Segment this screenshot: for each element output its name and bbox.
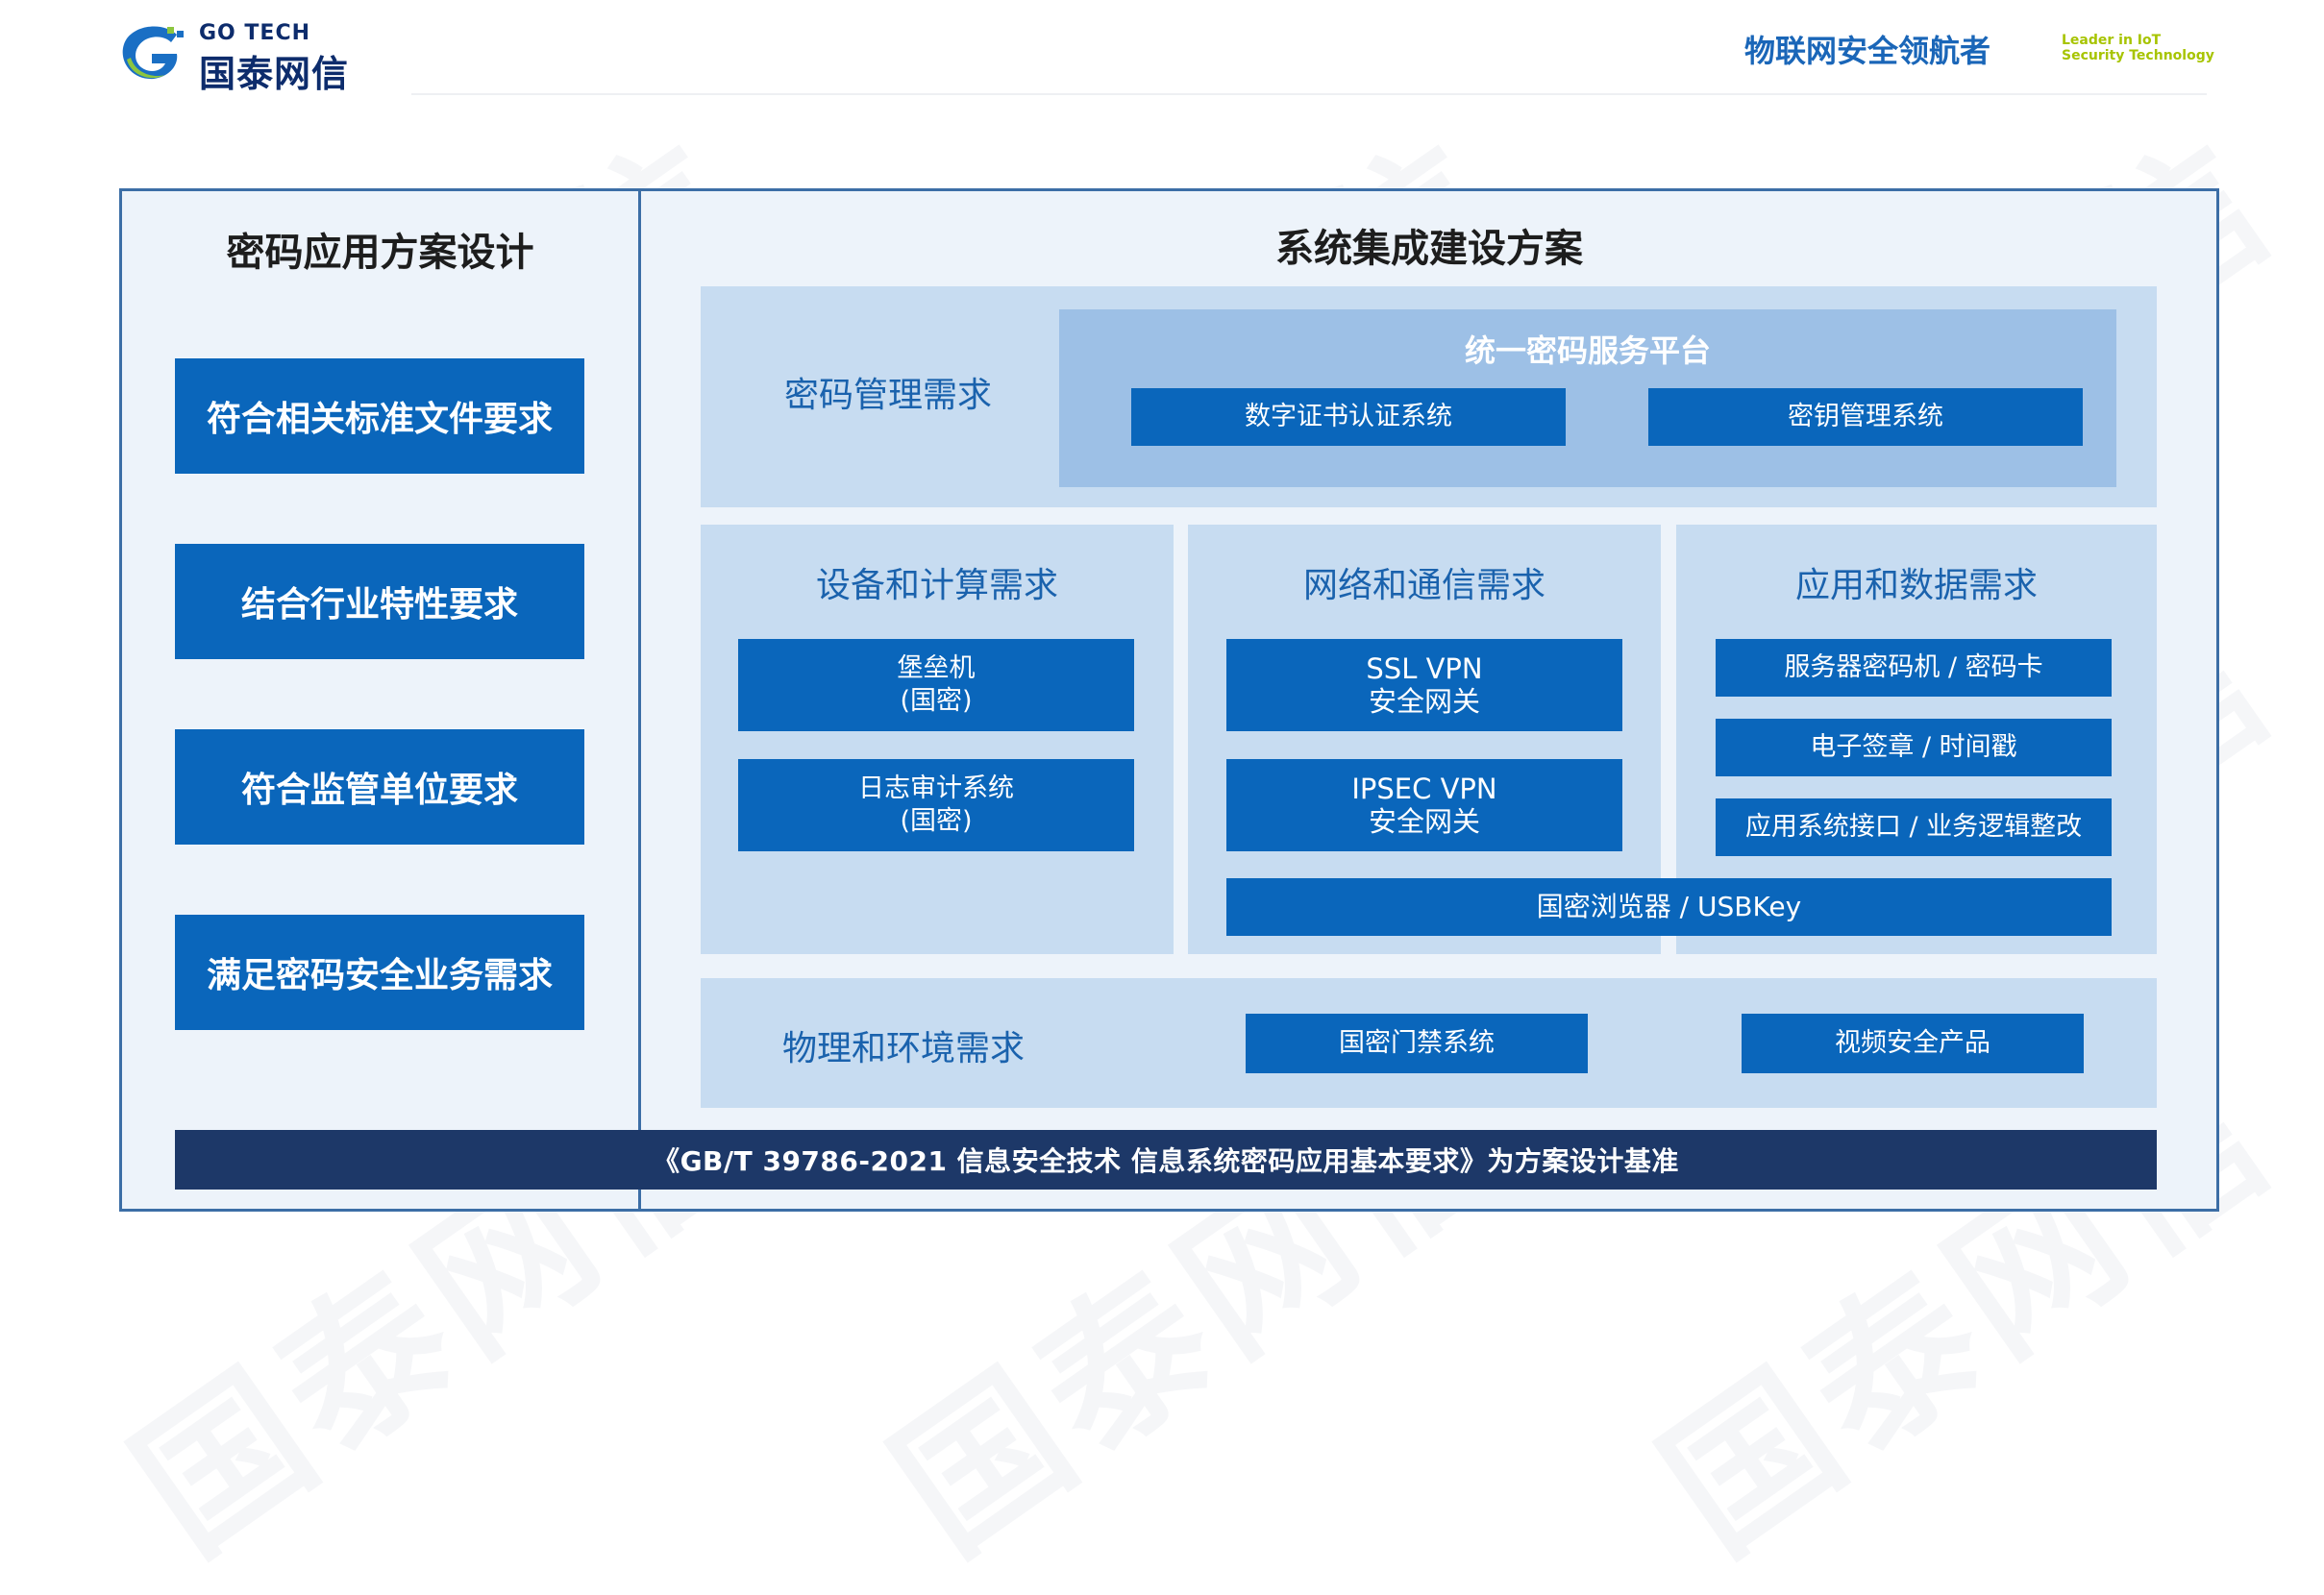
tagline: Leader in IoT Security Technology: [2062, 33, 2214, 63]
bastion-host-note: (国密): [900, 686, 973, 716]
access-control-system: 国密门禁系统: [1246, 1014, 1588, 1073]
ssl-vpn-gateway: SSL VPN 安全网关: [1226, 639, 1622, 731]
logo-english: GO TECH: [199, 21, 311, 45]
platform-title: 统一密码服务平台: [1464, 332, 1711, 369]
ipsec-vpn-gateway: IPSEC VPN 安全网关: [1226, 759, 1622, 851]
e-signature-timestamp: 电子签章 / 时间戳: [1716, 719, 2112, 776]
logo-swirl-icon: [122, 26, 184, 80]
log-audit-name: 日志审计系统: [858, 773, 1014, 803]
left-item-industry: 结合行业特性要求: [175, 544, 584, 659]
crypto-browser-usbkey: 国密浏览器 / USBKey: [1226, 878, 2112, 936]
physical-environment-label: 物理和环境需求: [782, 1029, 1026, 1068]
app-interface-rework: 应用系统接口 / 业务逻辑整改: [1716, 798, 2112, 856]
left-item-standards: 符合相关标准文件要求: [175, 358, 584, 474]
left-item-business: 满足密码安全业务需求: [175, 915, 584, 1030]
ssl-vpn-note: 安全网关: [1368, 685, 1480, 718]
key-management-system: 密钥管理系统: [1648, 388, 2083, 446]
left-item-regulator: 符合监管单位要求: [175, 729, 584, 845]
right-column-title: 系统集成建设方案: [1275, 227, 1583, 271]
tagline-line2: Security Technology: [2062, 48, 2214, 63]
log-audit-system: 日志审计系统 (国密): [738, 759, 1134, 851]
crypto-management-label: 密码管理需求: [784, 376, 993, 415]
device-compute-zone: [701, 525, 1174, 954]
ipsec-vpn-name: IPSEC VPN: [1351, 773, 1497, 805]
column-divider: [638, 188, 641, 1212]
logo-chinese: 国泰网信: [199, 53, 350, 95]
server-crypto-machine: 服务器密码机 / 密码卡: [1716, 639, 2112, 697]
left-column-title: 密码应用方案设计: [226, 231, 534, 275]
network-comm-label: 网络和通信需求: [1302, 566, 1545, 605]
slogan: 物联网安全领航者: [1744, 33, 1991, 69]
company-logo: GO TECH 国泰网信: [117, 21, 367, 95]
log-audit-note: (国密): [900, 806, 973, 836]
tagline-line1: Leader in IoT: [2062, 33, 2162, 48]
standard-baseline-bar: 《GB/T 39786-2021 信息安全技术 信息系统密码应用基本要求》为方案…: [175, 1130, 2157, 1190]
bastion-host: 堡垒机 (国密): [738, 639, 1134, 731]
header-divider: [411, 93, 2207, 95]
ssl-vpn-name: SSL VPN: [1366, 652, 1483, 685]
video-security-product: 视频安全产品: [1742, 1014, 2084, 1073]
ipsec-vpn-note: 安全网关: [1368, 805, 1480, 838]
application-data-label: 应用和数据需求: [1794, 566, 2038, 605]
device-compute-label: 设备和计算需求: [815, 566, 1058, 605]
certificate-authority-system: 数字证书认证系统: [1131, 388, 1566, 446]
bastion-host-name: 堡垒机: [897, 653, 976, 683]
